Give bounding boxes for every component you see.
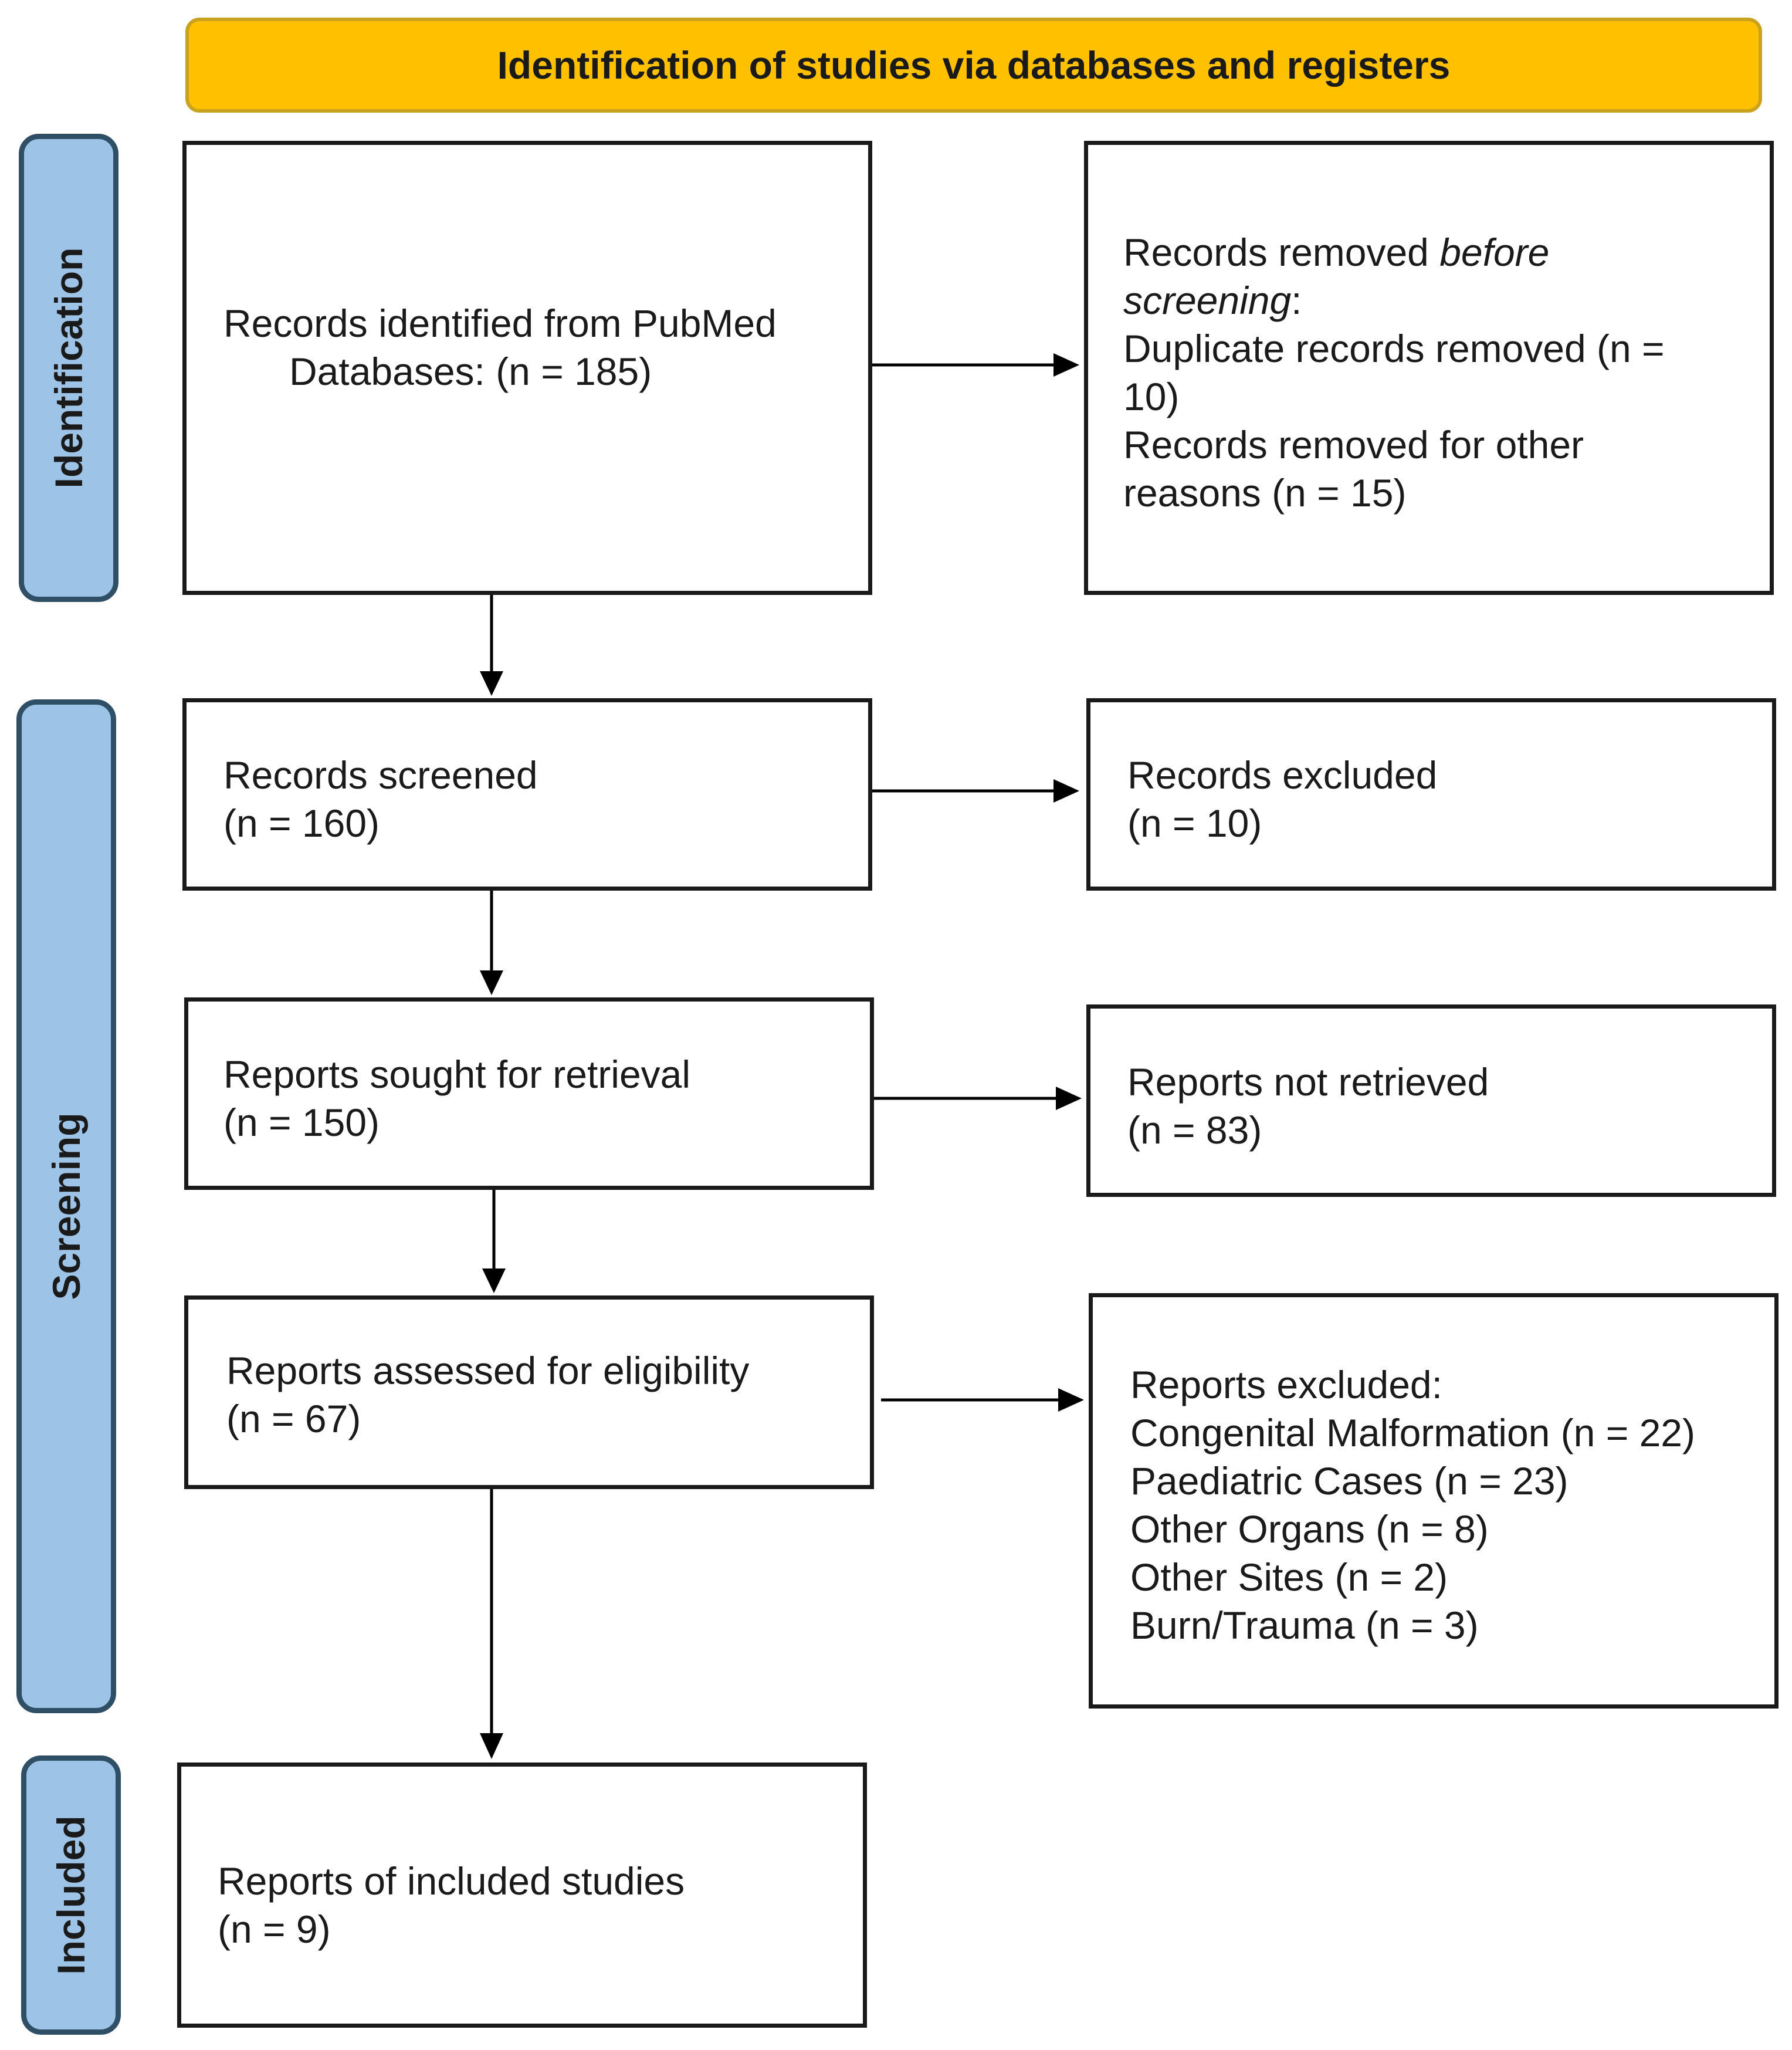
records-excluded-line1: Records excluded — [1127, 753, 1438, 797]
included-studies-line2: (n = 9) — [218, 1907, 331, 1951]
reports-excluded-line2: Congenital Malformation (n = 22) — [1130, 1411, 1695, 1454]
records-screened-line1: Records screened — [223, 753, 538, 797]
reports-assessed-line1: Reports assessed for eligibility — [226, 1349, 750, 1392]
phase-included: Included — [21, 1755, 121, 2035]
reports-excluded-line6: Burn/Trauma (n = 3) — [1130, 1604, 1479, 1647]
records-removed-line4: 10) — [1123, 375, 1180, 418]
arrowhead-assessed-to-included — [480, 1733, 503, 1759]
reports-sought-box: Reports sought for retrieval (n = 150) — [184, 997, 874, 1190]
reports-not-retrieved-line2: (n = 83) — [1127, 1108, 1262, 1152]
reports-not-retrieved-box: Reports not retrieved (n = 83) — [1086, 1004, 1776, 1197]
arrowhead-screened-to-sought — [480, 970, 503, 995]
records-removed-line6: reasons (n = 15) — [1123, 471, 1407, 515]
included-studies-box: Reports of included studies (n = 9) — [177, 1763, 867, 2028]
records-screened-box: Records screened (n = 160) — [182, 698, 872, 891]
arrowhead-screened-to-excluded — [1053, 779, 1079, 803]
arrowhead-identified-to-removed — [1053, 353, 1079, 377]
phase-identification: Identification — [19, 134, 118, 602]
arrowhead-assessed-to-excluded — [1058, 1388, 1084, 1412]
header-banner: Identification of studies via databases … — [185, 18, 1762, 113]
reports-sought-line1: Reports sought for retrieval — [223, 1053, 691, 1096]
arrowhead-sought-to-not-retrieved — [1056, 1087, 1082, 1110]
records-removed-line1: Records removed before — [1123, 231, 1550, 274]
records-excluded-line2: (n = 10) — [1127, 801, 1262, 845]
reports-assessed-line2: (n = 67) — [226, 1397, 361, 1440]
arrowhead-identified-to-screened — [480, 671, 503, 696]
records-screened-line2: (n = 160) — [223, 801, 380, 845]
arrowhead-sought-to-assessed — [482, 1268, 506, 1293]
reports-assessed-box: Reports assessed for eligibility (n = 67… — [184, 1295, 874, 1489]
records-removed-line3: Duplicate records removed (n = — [1123, 327, 1665, 370]
reports-excluded-line5: Other Sites (n = 2) — [1130, 1555, 1448, 1599]
reports-excluded-line1: Reports excluded: — [1130, 1363, 1442, 1406]
records-removed-box: Records removed before screening: Duplic… — [1084, 141, 1774, 595]
header-title: Identification of studies via databases … — [497, 43, 1451, 87]
included-studies-line1: Reports of included studies — [218, 1859, 685, 1903]
records-identified-line1: Records identified from PubMed — [223, 302, 777, 345]
records-removed-line2: screening: — [1123, 279, 1302, 322]
records-excluded-box: Records excluded (n = 10) — [1086, 698, 1776, 891]
records-identified-box: Records identified from PubMed Databases… — [182, 141, 872, 595]
reports-excluded-line4: Other Organs (n = 8) — [1130, 1507, 1489, 1551]
reports-excluded-line3: Paediatric Cases (n = 23) — [1130, 1459, 1569, 1503]
records-identified-line2: Databases: (n = 185) — [289, 350, 652, 393]
reports-excluded-box: Reports excluded: Congenital Malformatio… — [1089, 1293, 1779, 1709]
reports-sought-line2: (n = 150) — [223, 1101, 380, 1144]
reports-not-retrieved-line1: Reports not retrieved — [1127, 1060, 1489, 1104]
records-removed-line5: Records removed for other — [1123, 423, 1584, 466]
phase-screening: Screening — [16, 699, 116, 1713]
